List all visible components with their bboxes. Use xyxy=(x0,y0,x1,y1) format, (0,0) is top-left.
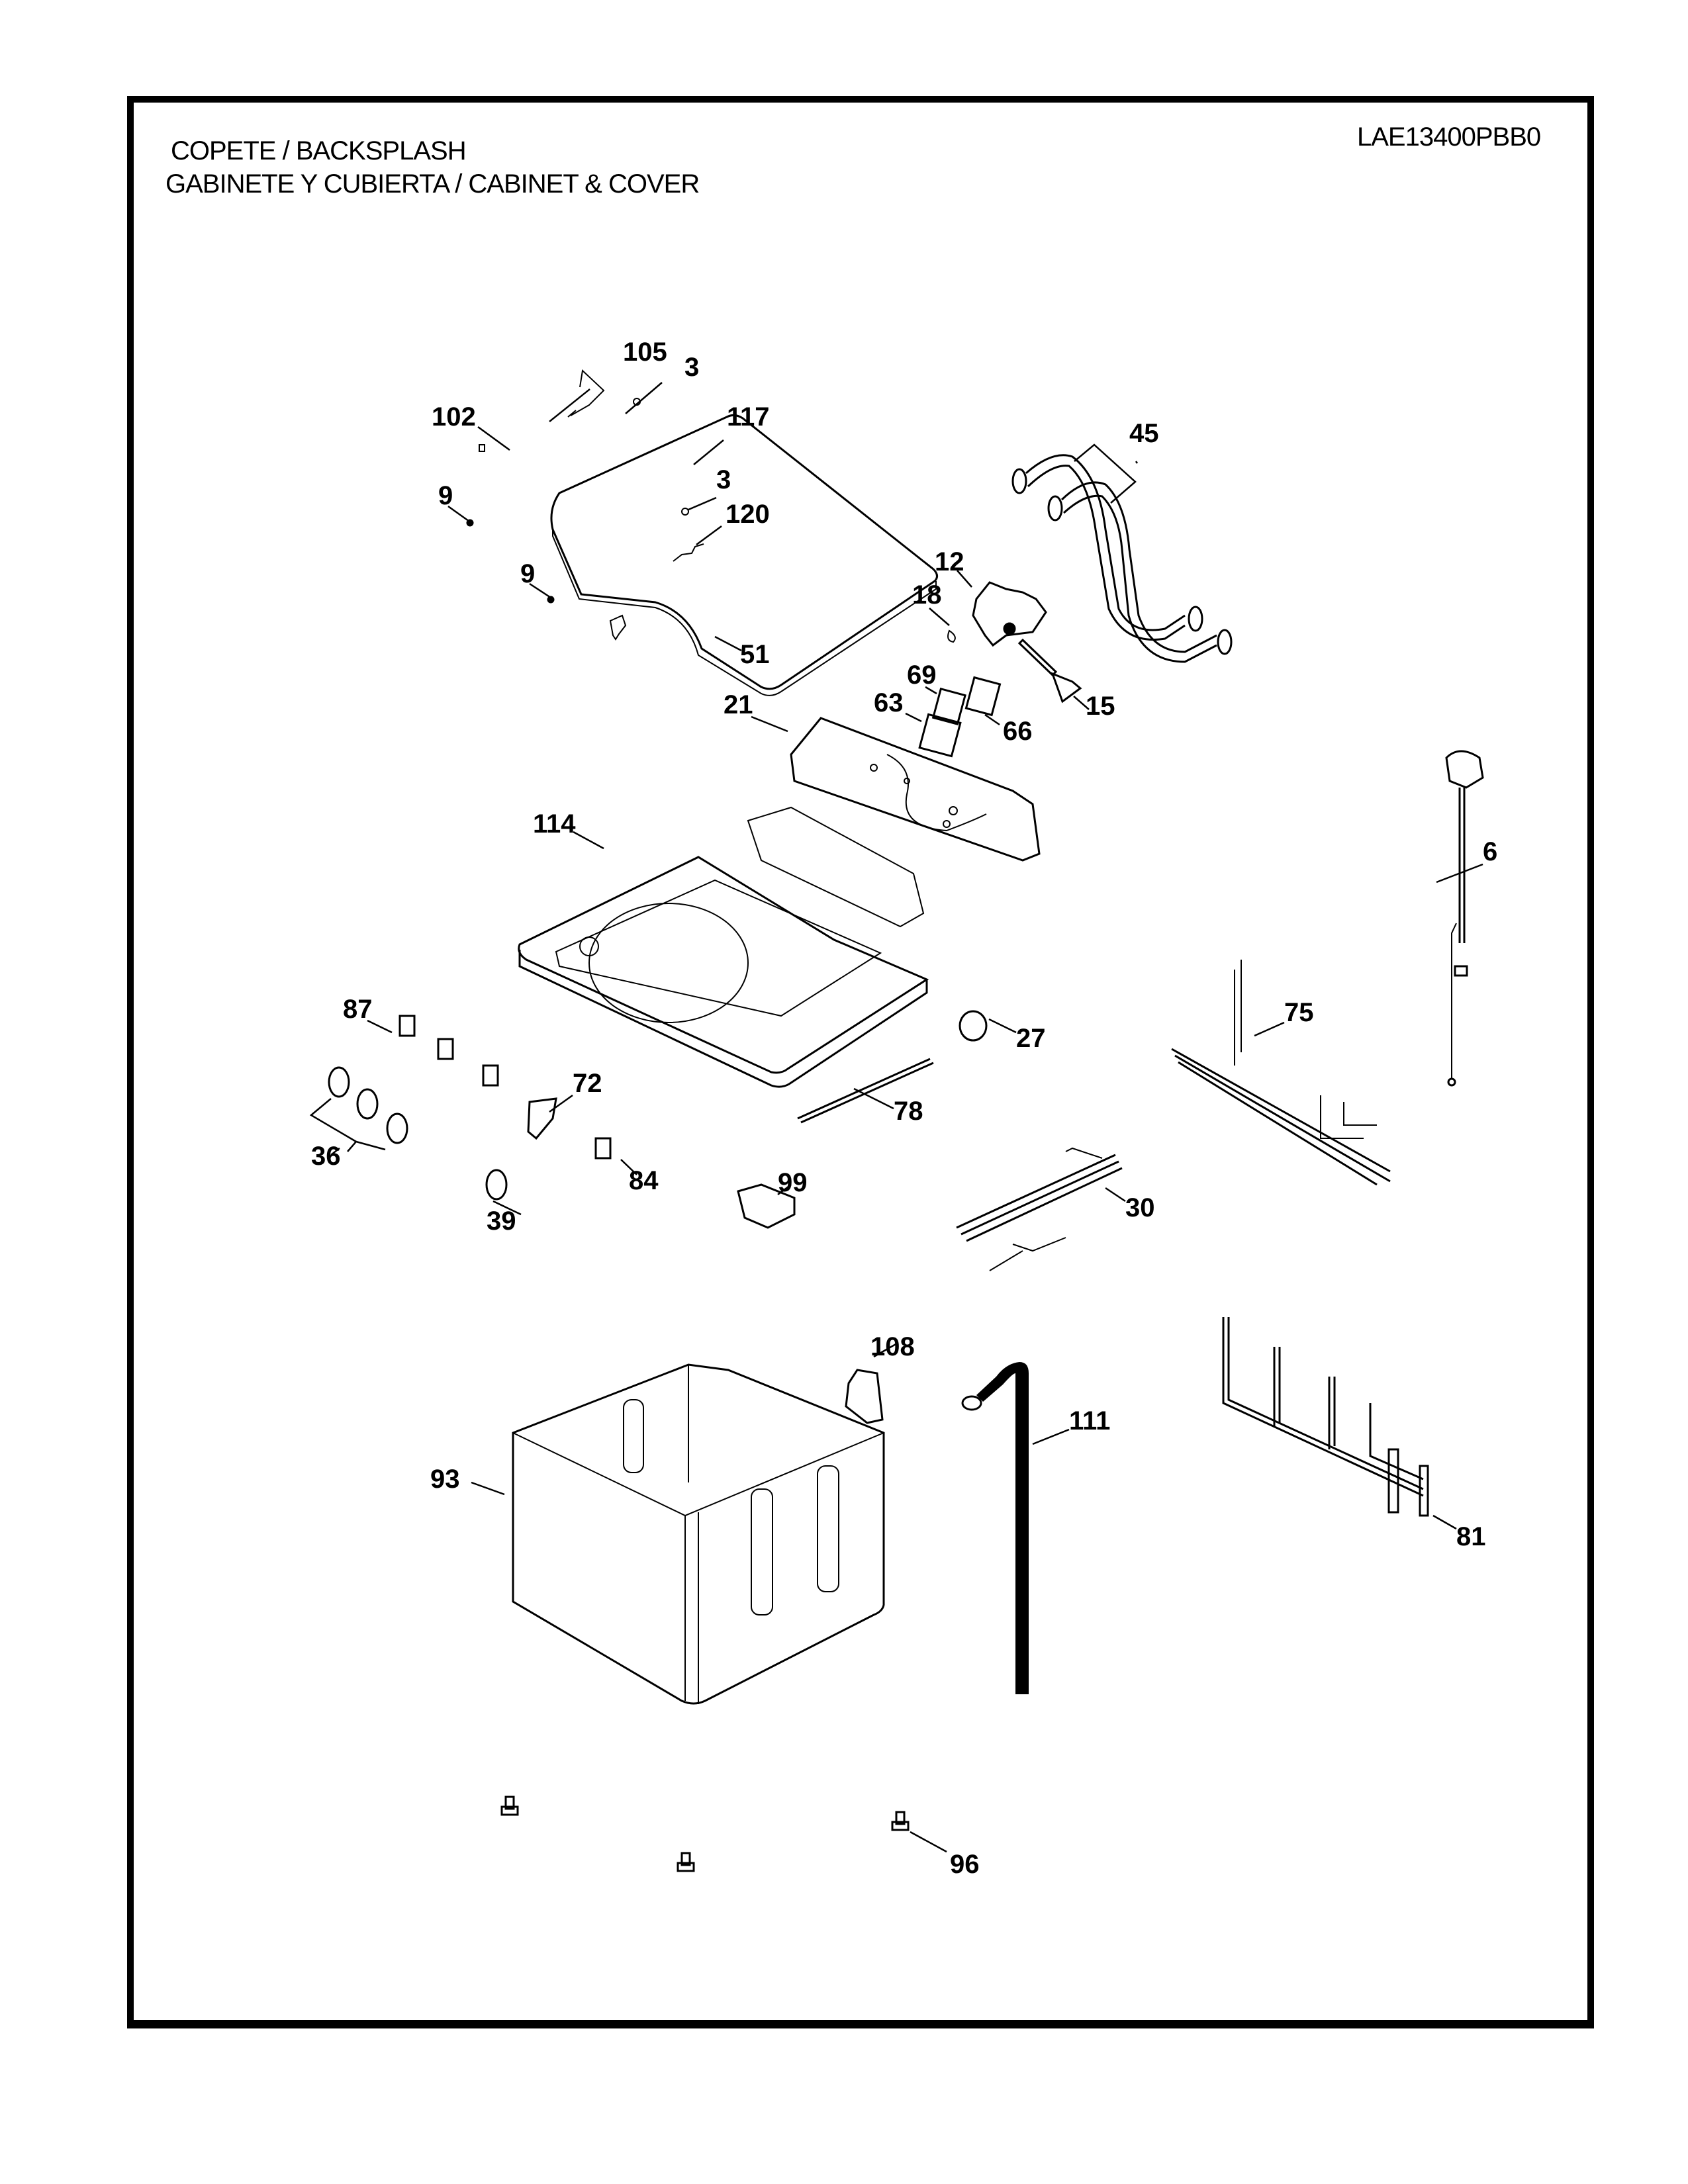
callout-87: 87 xyxy=(343,995,373,1024)
part-pressure-switch[interactable] xyxy=(959,1010,988,1042)
part-drain-hose[interactable] xyxy=(961,1362,1029,1694)
part-bumper-front[interactable] xyxy=(547,596,555,604)
callout-93: 93 xyxy=(430,1465,460,1494)
callout-96: 96 xyxy=(950,1850,980,1879)
part-leveling-leg-right[interactable] xyxy=(891,1811,910,1831)
part-pressure-hose[interactable] xyxy=(797,1058,934,1124)
callout-102: 102 xyxy=(432,402,476,432)
callout-3-top: 3 xyxy=(684,353,699,382)
callout-111: 111 xyxy=(1069,1406,1110,1435)
callout-84: 84 xyxy=(629,1166,659,1195)
section-title-cabinet-cover: GABINETE Y CUBIERTA / CABINET & COVER xyxy=(165,169,700,199)
border-shadow-right xyxy=(1587,99,1591,2024)
part-lid[interactable] xyxy=(550,414,938,696)
part-valve-clip[interactable] xyxy=(947,629,956,643)
part-wire-harness-lid[interactable] xyxy=(956,1147,1123,1271)
callout-120: 120 xyxy=(726,500,770,529)
part-lid-switch[interactable] xyxy=(609,614,627,641)
callout-12: 12 xyxy=(935,547,964,576)
part-wire-harness-main[interactable] xyxy=(1171,960,1391,1186)
part-led-board[interactable] xyxy=(527,1097,557,1140)
part-knob-start[interactable] xyxy=(485,1169,508,1201)
callout-72: 72 xyxy=(573,1069,602,1098)
callout-66: 66 xyxy=(1003,717,1033,746)
part-wire-harness-display[interactable] xyxy=(1222,1317,1429,1517)
callout-117: 117 xyxy=(727,402,770,432)
callout-81: 81 xyxy=(1456,1522,1486,1551)
model-number: LAE13400PBB0 xyxy=(1357,122,1541,152)
callout-63: 63 xyxy=(874,688,904,717)
part-leveling-leg-left[interactable] xyxy=(500,1796,519,1816)
part-display-pcb[interactable] xyxy=(918,713,962,758)
leader-lines xyxy=(309,382,1483,1853)
part-switch-start[interactable] xyxy=(594,1137,612,1160)
part-hinge-wire-right[interactable] xyxy=(673,543,704,562)
callout-18: 18 xyxy=(912,580,942,610)
callout-21: 21 xyxy=(724,690,753,719)
part-board-bracket[interactable] xyxy=(964,676,1002,717)
callout-labels: 105 3 102 117 9 3 120 9 51 45 12 18 15 6… xyxy=(311,338,1497,1879)
section-title-backsplash: COPETE / BACKSPLASH xyxy=(171,136,467,165)
callout-15: 15 xyxy=(1086,692,1115,721)
callout-114: 114 xyxy=(533,809,576,839)
part-drain-hose-bracket[interactable] xyxy=(845,1369,884,1424)
callout-36: 36 xyxy=(311,1142,341,1171)
callout-99: 99 xyxy=(778,1168,808,1197)
part-bushing-right[interactable] xyxy=(681,508,689,516)
part-knob-1[interactable] xyxy=(328,1066,350,1098)
part-bumper-small[interactable] xyxy=(479,444,485,452)
callout-69: 69 xyxy=(907,660,937,690)
callout-6: 6 xyxy=(1483,837,1497,866)
part-inlet-hoses[interactable] xyxy=(1011,454,1233,663)
part-top-cover[interactable] xyxy=(518,806,929,1088)
callout-39: 39 xyxy=(487,1206,516,1236)
callout-9-front: 9 xyxy=(520,559,535,588)
part-knob-3[interactable] xyxy=(386,1113,408,1144)
part-cabinet[interactable] xyxy=(512,1363,885,1705)
callout-3-right: 3 xyxy=(716,465,731,494)
part-power-cord[interactable] xyxy=(1445,750,1484,1087)
callout-105: 105 xyxy=(623,338,667,367)
callout-9-left: 9 xyxy=(438,481,453,510)
part-terminal-block[interactable] xyxy=(737,1183,796,1229)
part-inlet-tube-nozzle[interactable] xyxy=(1017,638,1082,704)
part-hinge-pin-wire[interactable] xyxy=(567,369,605,418)
part-switch-2[interactable] xyxy=(437,1038,454,1060)
part-switch-1[interactable] xyxy=(399,1015,416,1037)
callout-45: 45 xyxy=(1129,419,1159,448)
part-backsplash[interactable] xyxy=(790,717,1041,862)
border-shadow-bottom xyxy=(130,2020,1589,2025)
part-knob-2[interactable] xyxy=(356,1088,379,1120)
part-control-board[interactable] xyxy=(931,687,966,725)
callout-27: 27 xyxy=(1016,1024,1046,1053)
part-leveling-leg-front[interactable] xyxy=(677,1852,695,1872)
part-switch-3[interactable] xyxy=(482,1064,499,1087)
part-water-inlet-valve[interactable] xyxy=(972,581,1047,647)
callout-75: 75 xyxy=(1284,998,1314,1027)
callout-78: 78 xyxy=(894,1097,923,1126)
callout-108: 108 xyxy=(870,1332,915,1361)
callout-30: 30 xyxy=(1125,1193,1155,1222)
callout-51: 51 xyxy=(740,640,770,669)
